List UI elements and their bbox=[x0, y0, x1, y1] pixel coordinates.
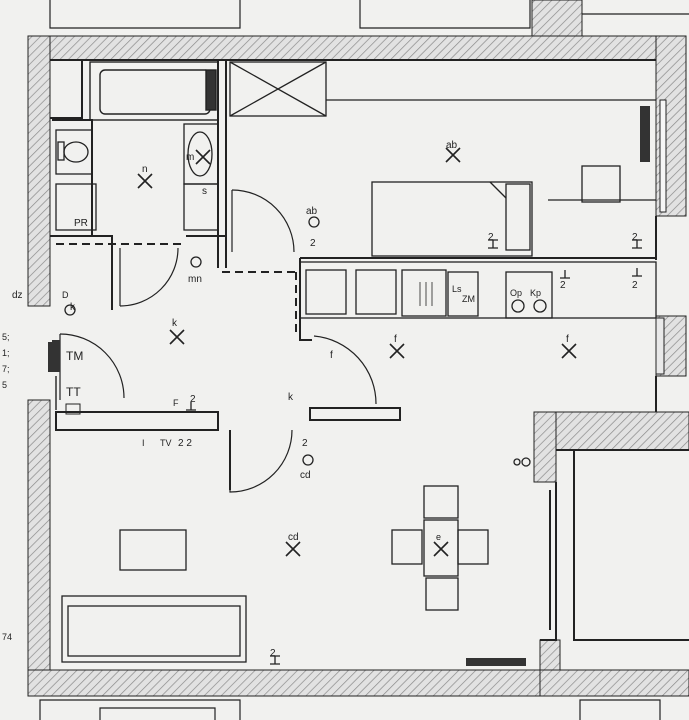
bathtub bbox=[89, 61, 219, 121]
meter bbox=[52, 340, 81, 415]
label-d-k: k bbox=[70, 302, 76, 313]
label-bathroom-socket-a: m bbox=[186, 152, 194, 163]
label-margin-3: 7; bbox=[2, 364, 10, 374]
label-hall: k bbox=[172, 318, 178, 329]
label-oven: Op bbox=[510, 288, 522, 298]
label-kitchen-ab-top: ab bbox=[446, 140, 458, 151]
label-hob: Kp bbox=[530, 288, 541, 298]
label-margin-1: 5; bbox=[2, 332, 10, 342]
exterior-walls bbox=[27, 0, 689, 697]
label-kitchen-count-1: 2 bbox=[488, 232, 494, 243]
label-door-k: k bbox=[288, 392, 294, 403]
label-tt: TT bbox=[66, 385, 81, 399]
labels: n m s PR dz D k k mn TM TT F 2 I TV 2 2 … bbox=[2, 140, 638, 659]
label-f-count: 2 bbox=[190, 394, 196, 405]
label-cd-fixture: cd bbox=[300, 470, 311, 481]
kitchen-counter bbox=[299, 261, 657, 319]
neighbor-top bbox=[49, 0, 689, 29]
label-margin-5: 74 bbox=[2, 632, 12, 642]
sofa bbox=[61, 595, 247, 663]
label-sink-b: ZM bbox=[462, 294, 475, 304]
label-f-socket: F bbox=[173, 398, 179, 408]
label-door-count: 2 bbox=[302, 438, 308, 449]
toilet bbox=[55, 129, 93, 175]
label-tv-a: I bbox=[142, 438, 145, 448]
label-kitchen-count-2: 2 bbox=[632, 232, 638, 243]
label-f-room-2: f bbox=[566, 334, 569, 345]
neighbor-bottom bbox=[39, 699, 661, 720]
label-bathroom-socket-b: s bbox=[202, 186, 207, 197]
label-tv-b: TV bbox=[160, 438, 172, 448]
label-margin-4: 5 bbox=[2, 380, 7, 390]
label-living-count: 2 bbox=[270, 648, 276, 659]
label-washer: PR bbox=[74, 218, 88, 229]
dining-table bbox=[391, 485, 489, 611]
dashed-lines bbox=[56, 243, 300, 336]
lamp-markers bbox=[137, 147, 577, 557]
label-kitchen-count-4: 2 bbox=[632, 280, 638, 291]
label-sink-a: Ls bbox=[452, 284, 462, 294]
washbasin bbox=[183, 123, 219, 231]
socket-symbols bbox=[64, 216, 642, 665]
label-door-f: f bbox=[330, 350, 333, 361]
coffee-table bbox=[119, 529, 187, 571]
label-kitchen-ab-mid: ab bbox=[306, 206, 318, 217]
kitchen-block bbox=[229, 61, 656, 257]
label-kitchen-ab-count: 2 bbox=[310, 238, 316, 249]
label-tv-count: 2 2 bbox=[178, 438, 192, 449]
label-f-room-1: f bbox=[394, 334, 397, 345]
washing-machine bbox=[55, 183, 97, 231]
label-dz: dz bbox=[12, 290, 23, 301]
label-meter: TM bbox=[66, 349, 83, 363]
label-margin-2: 1; bbox=[2, 348, 10, 358]
label-hall-fixture: mn bbox=[188, 274, 202, 285]
interior-walls bbox=[50, 59, 689, 641]
door-swings bbox=[59, 189, 377, 493]
label-bathroom: n bbox=[142, 164, 148, 175]
label-d: D bbox=[62, 290, 69, 300]
label-dining: e bbox=[436, 532, 441, 542]
label-kitchen-count-3: 2 bbox=[560, 280, 566, 291]
label-living: cd bbox=[288, 532, 299, 543]
